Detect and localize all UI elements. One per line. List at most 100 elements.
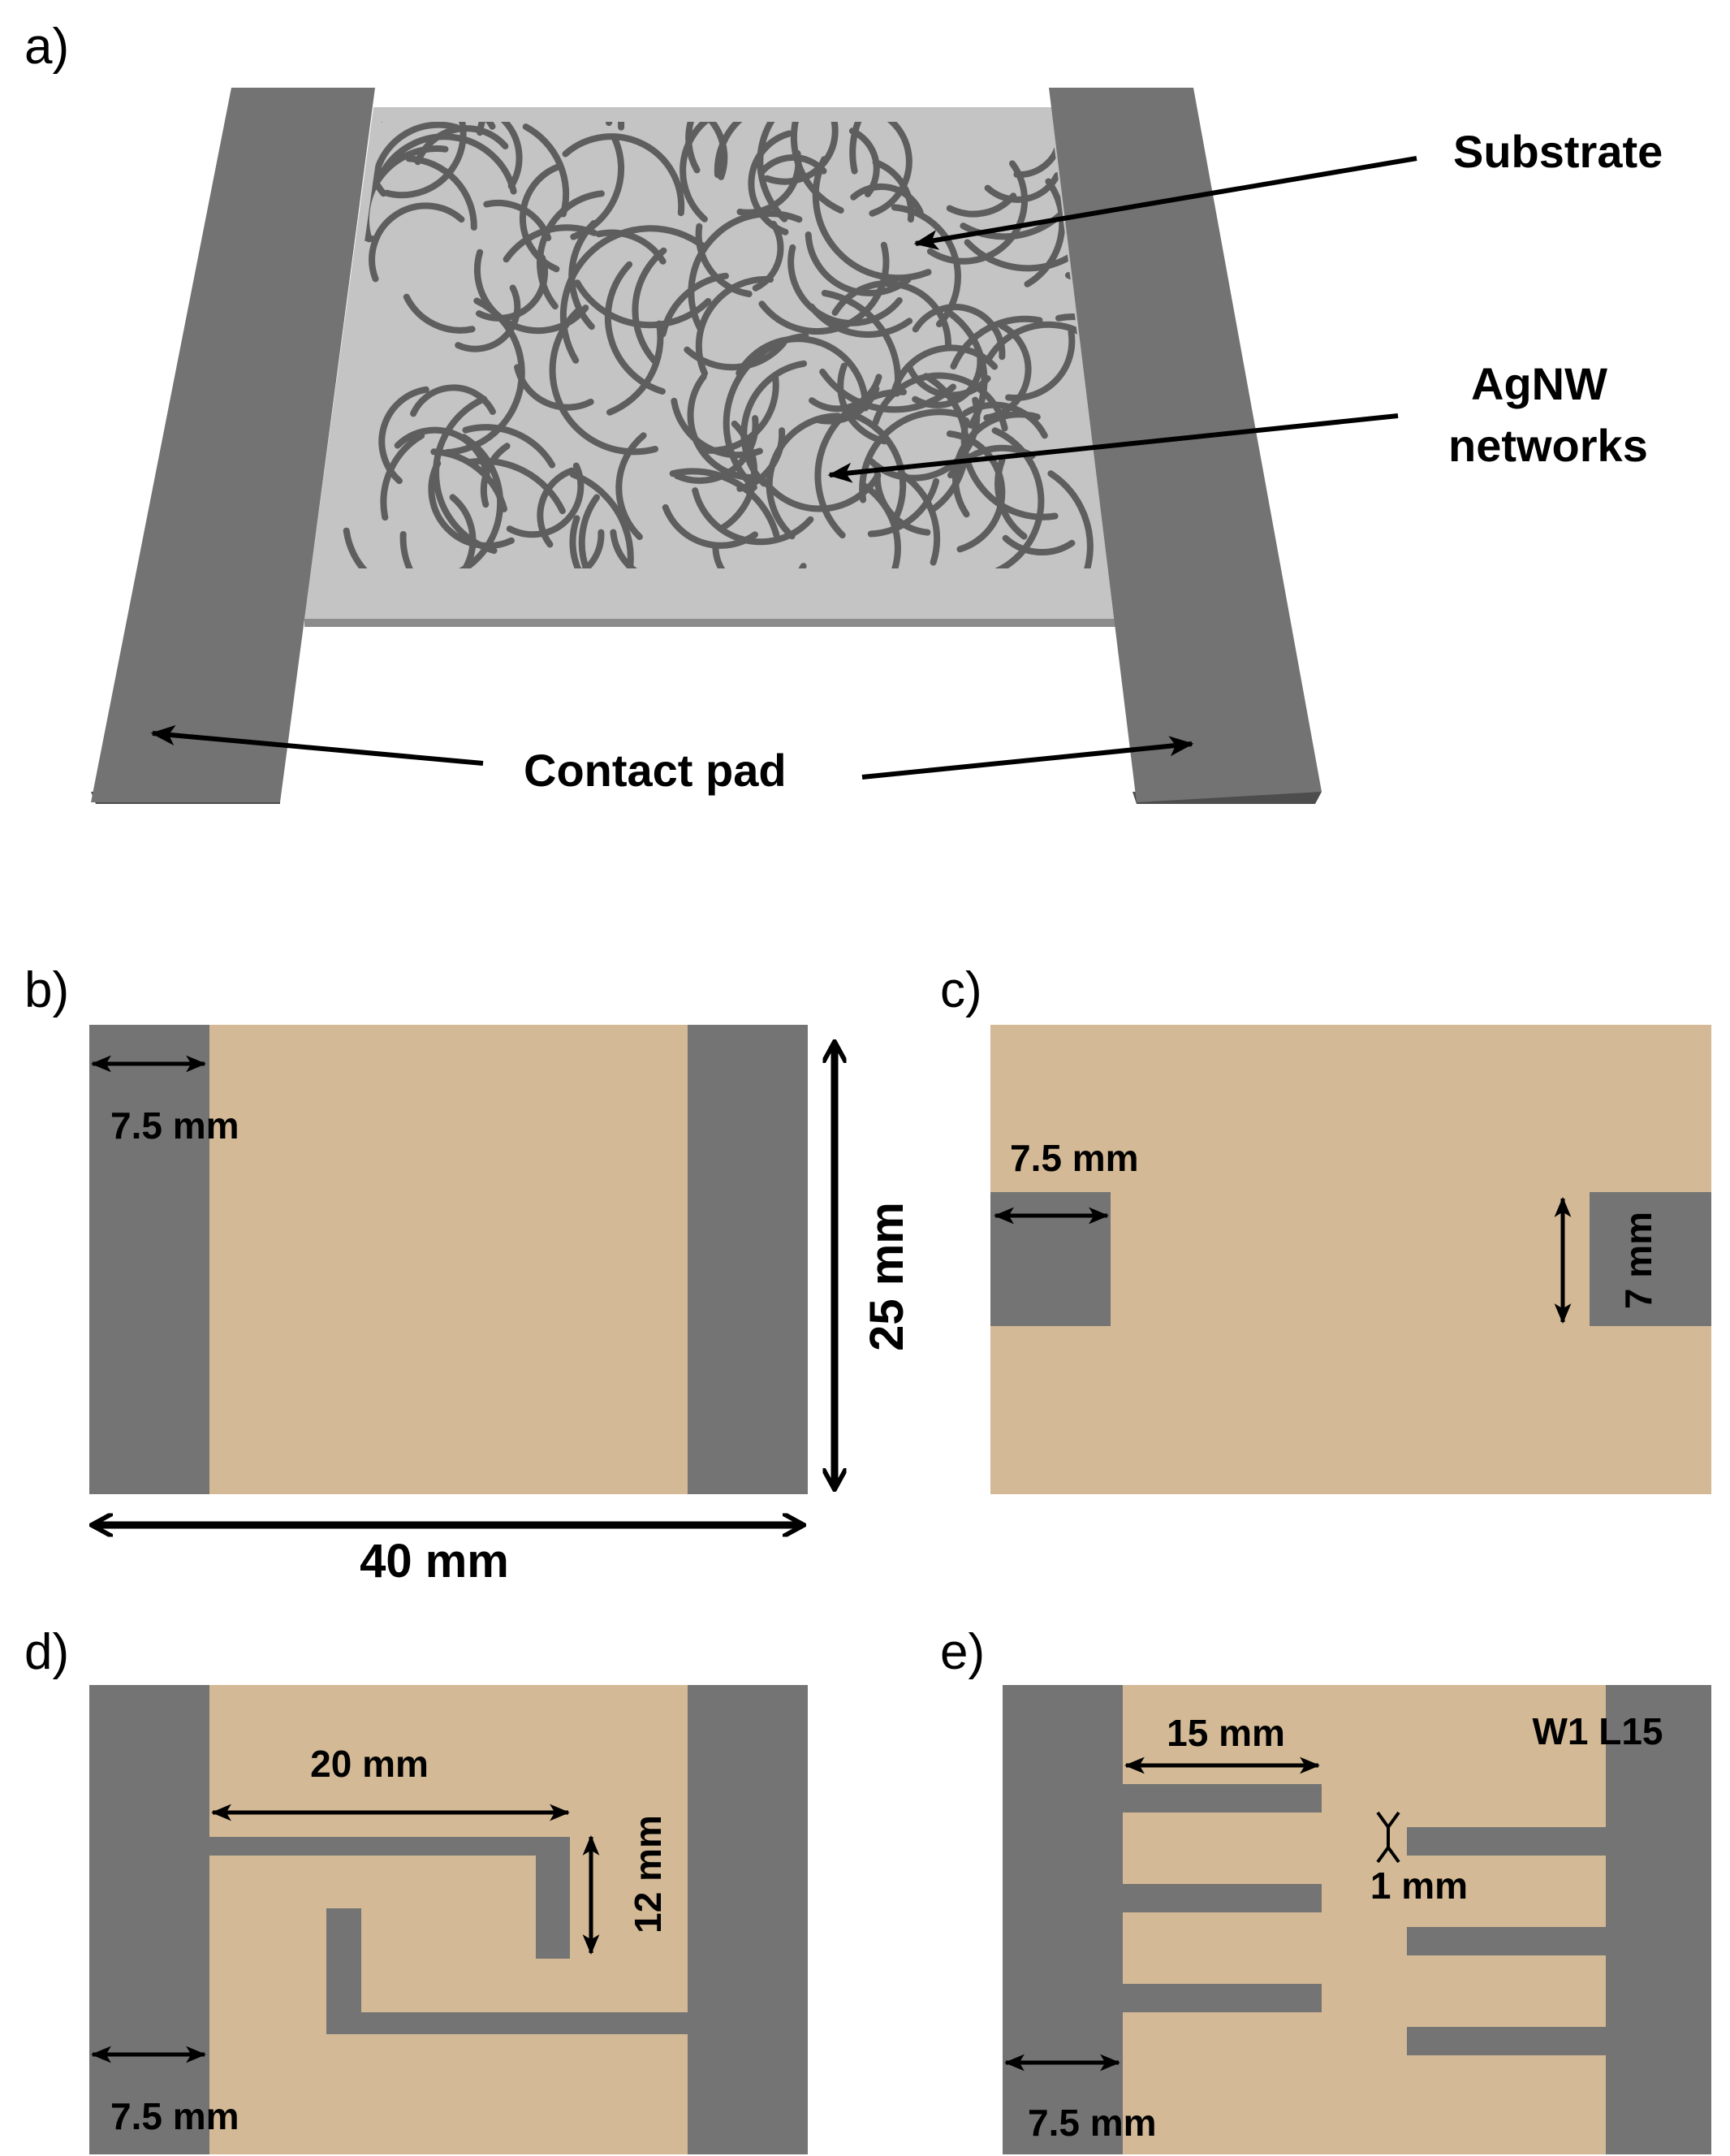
panel-c: c) 7.5 mm 7 mm xyxy=(940,962,1711,1494)
nanowire xyxy=(378,386,429,485)
nanowire xyxy=(891,204,961,328)
nanowire xyxy=(994,456,1028,540)
nanowire xyxy=(578,494,662,568)
nanowire xyxy=(859,408,966,503)
substrate-callout: Substrate xyxy=(1453,126,1663,177)
finger-e-left-1 xyxy=(1123,1784,1322,1813)
contact-pad-c-left xyxy=(990,1192,1111,1326)
nanowire xyxy=(695,275,774,377)
nanowire xyxy=(757,122,873,223)
finger-e-left-3 xyxy=(1123,1984,1322,2012)
panel-a: a) Substrate AgNW networks Contact pad xyxy=(24,19,1663,804)
nanowire xyxy=(549,308,658,456)
contact-pad-d-right xyxy=(688,1685,808,2154)
nanowire xyxy=(714,122,783,179)
nanowire xyxy=(369,202,465,283)
nanowire xyxy=(462,424,556,469)
panel-b: b) 7.5 mm 25 mm 40 mm xyxy=(24,962,913,1588)
nanowire xyxy=(849,122,1004,175)
nanowire xyxy=(403,293,476,334)
nanowire xyxy=(855,122,912,217)
nanowire xyxy=(522,123,570,218)
panel-e-label: e) xyxy=(940,1624,985,1680)
nanowire xyxy=(748,130,793,235)
nanowire xyxy=(757,153,827,176)
nanowire xyxy=(447,122,523,190)
nanowire xyxy=(669,468,780,538)
width-label-b: 40 mm xyxy=(360,1535,509,1588)
nanowire xyxy=(394,426,491,482)
nanowire xyxy=(695,223,753,297)
pad-width-label-e: 7.5 mm xyxy=(1028,2102,1157,2144)
panel-d-label: d) xyxy=(24,1624,69,1680)
nanowire xyxy=(615,432,647,541)
nanowire xyxy=(679,122,717,223)
nanowire xyxy=(852,412,907,520)
pad-width-label-c: 7.5 mm xyxy=(1010,1137,1139,1179)
nanowire xyxy=(685,122,734,174)
contact-pad-c-right xyxy=(1590,1192,1711,1326)
nanowire xyxy=(399,531,457,568)
nanowire xyxy=(569,471,634,568)
nanowire xyxy=(671,122,728,180)
nanowire xyxy=(412,494,477,568)
nanowire xyxy=(736,335,869,412)
nanowire xyxy=(405,155,477,231)
height-label-b: 25 mm xyxy=(861,1202,913,1351)
contact-pad-left xyxy=(91,88,375,802)
nanowire xyxy=(688,210,803,332)
nanowire xyxy=(1014,470,1094,568)
pad-width-label-d: 7.5 mm xyxy=(110,2095,239,2137)
gap-marker-e xyxy=(1376,1811,1400,1864)
nanowire xyxy=(850,183,924,216)
finger-length-label-e: 15 mm xyxy=(1167,1712,1285,1754)
nanowire xyxy=(558,529,605,568)
nanowire xyxy=(1024,178,1066,287)
trace-d-lower xyxy=(326,1908,688,2034)
nanowire xyxy=(632,247,667,364)
agnw-callout-line2: networks xyxy=(1448,420,1648,471)
arm-drop-label-d: 12 mm xyxy=(627,1815,669,1933)
nanowire xyxy=(868,396,981,482)
nanowire xyxy=(787,244,903,326)
nanowire xyxy=(476,254,549,322)
nanowire xyxy=(371,122,460,189)
design-code-label-e: W1 L15 xyxy=(1532,1710,1663,1752)
nanowire xyxy=(595,229,667,265)
nanowire xyxy=(604,261,666,395)
contact-pad-d-left xyxy=(89,1685,209,2154)
agnw-arrow xyxy=(827,413,1399,483)
nanowire xyxy=(891,344,999,394)
finger-e-right-2 xyxy=(1407,1927,1606,1955)
substrate-arrow xyxy=(913,156,1417,250)
substrate-3d-edge xyxy=(304,619,1116,627)
contact-pad-right xyxy=(1049,88,1322,802)
nanowire xyxy=(922,373,969,513)
gap-label-e: 1 mm xyxy=(1370,1864,1468,1907)
nanowire xyxy=(574,279,712,329)
nanowire xyxy=(818,482,901,568)
nanowire xyxy=(819,368,956,413)
nanowire xyxy=(947,444,1036,479)
nanowire xyxy=(946,192,1017,218)
finger-e-left-2 xyxy=(1123,1884,1322,1912)
nanowire xyxy=(443,297,525,456)
nanowire xyxy=(674,415,759,484)
nanowire xyxy=(718,420,758,532)
arm-length-label-d: 20 mm xyxy=(310,1743,429,1785)
finger-e-right-1 xyxy=(1407,1827,1606,1856)
nanowire xyxy=(559,225,707,364)
nanowire xyxy=(912,304,1006,361)
nanowire xyxy=(712,543,807,568)
nanowire xyxy=(662,503,758,549)
nanowire xyxy=(562,133,685,217)
nanowire xyxy=(343,527,414,568)
nanowire xyxy=(812,156,932,282)
nanowire xyxy=(805,231,912,296)
contact-pad-arrow-right xyxy=(861,736,1194,780)
nanowire xyxy=(948,75,1051,97)
contact-pad-arrow-left xyxy=(150,725,484,766)
panel-e: e) 15 mm 1 mm W1 L15 7.5 mm xyxy=(940,1624,1711,2154)
nanowire xyxy=(610,529,663,568)
